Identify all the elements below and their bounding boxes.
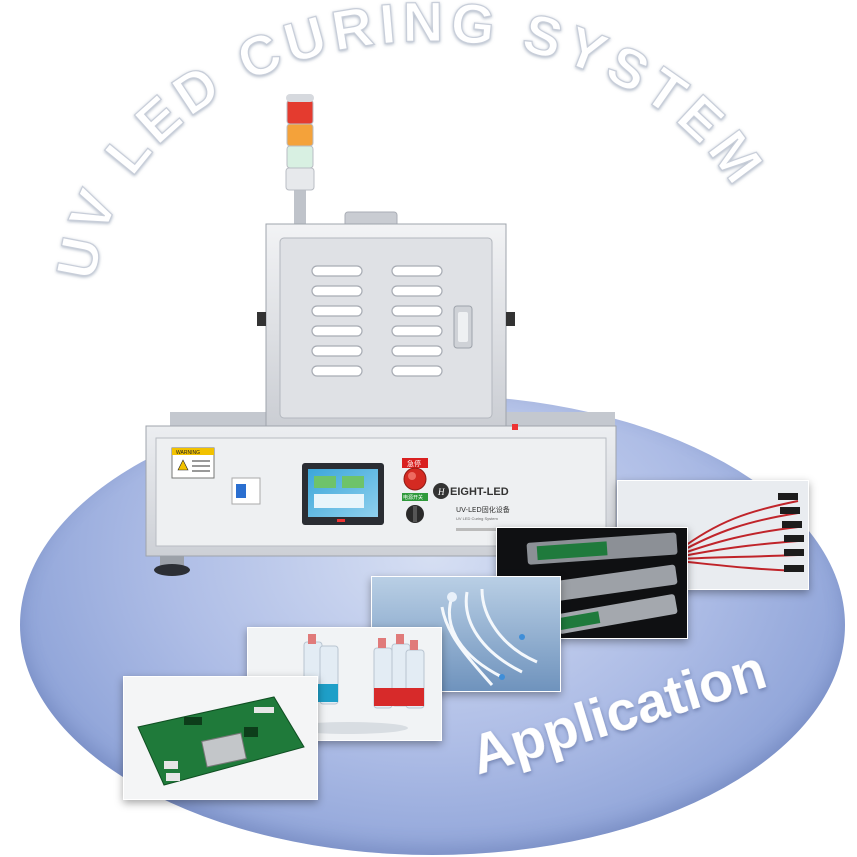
svg-text:H: H xyxy=(437,487,445,497)
signal-tower xyxy=(285,94,315,226)
brand-name: EIGHT-LED xyxy=(450,486,509,498)
vent-slots xyxy=(311,265,443,377)
emergency-stop-button: 急停 xyxy=(402,458,428,491)
power-switch: 电源开关 xyxy=(402,493,428,523)
warning-text: WARNING xyxy=(176,450,200,456)
emergency-label: 急停 xyxy=(407,459,421,468)
warning-label: WARNING xyxy=(171,447,215,479)
thumb-circuit-board xyxy=(123,676,318,800)
machine-subtitle-en: UV LED Curing System xyxy=(456,516,498,521)
power-label: 电源开关 xyxy=(403,494,423,501)
touch-screen xyxy=(302,463,384,525)
brand-logo-icon xyxy=(433,483,449,499)
machine-subtitle: UV-LED固化设备 xyxy=(456,505,510,514)
